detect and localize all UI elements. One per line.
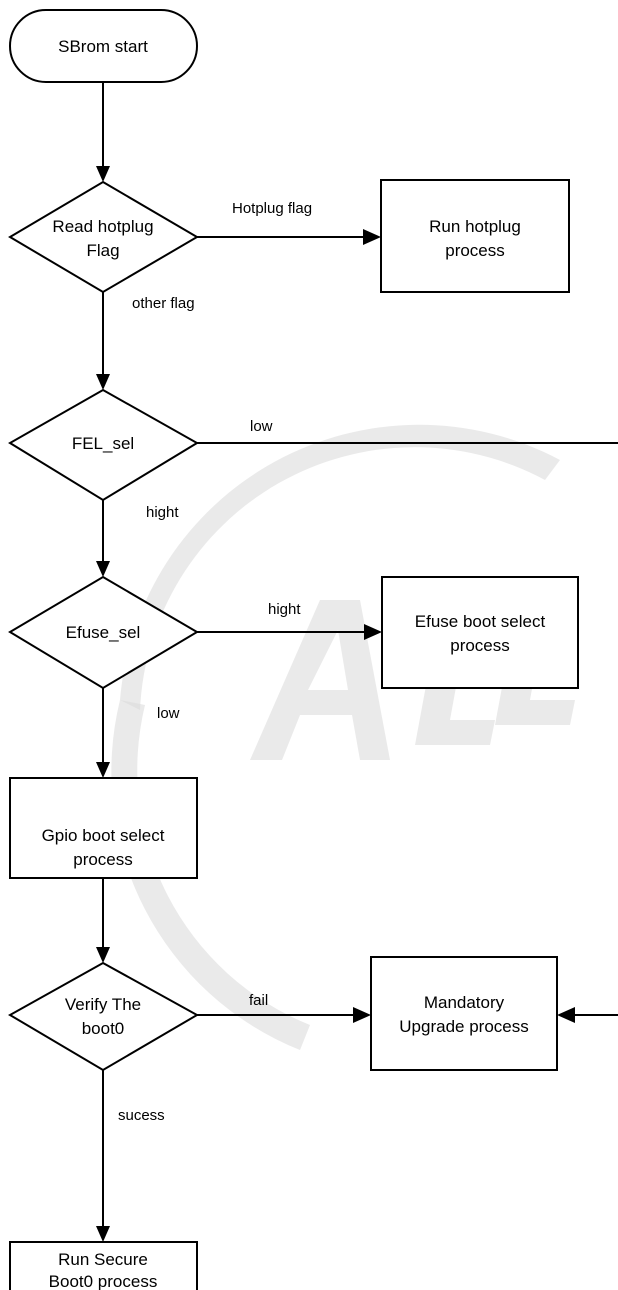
- efuse-boot-label-1: Efuse boot select: [415, 612, 546, 631]
- edge-label-other-flag: other flag: [132, 295, 195, 312]
- edge-label-verify-sucess: sucess: [118, 1107, 165, 1124]
- node-efuse-sel: Efuse_sel: [8, 575, 199, 690]
- read-hotplug-label-1: Read hotplug: [52, 217, 153, 236]
- read-hotplug-decision: [8, 180, 199, 294]
- node-efuse-boot: Efuse boot select process: [381, 576, 579, 689]
- fel-sel-label: FEL_sel: [72, 434, 134, 453]
- gpio-boot-label-2: process: [73, 850, 133, 869]
- node-verify-boot0: Verify The boot0: [7, 961, 200, 1072]
- start-label: SBrom start: [58, 37, 148, 56]
- read-hotplug-label-2: Flag: [86, 241, 119, 260]
- connectors: [96, 82, 618, 1242]
- mandatory-upgrade-label-2: Upgrade process: [399, 1017, 528, 1036]
- run-hotplug-process: [380, 179, 570, 293]
- edge-label-fel-low: low: [250, 418, 273, 435]
- mandatory-upgrade-process: [370, 956, 558, 1071]
- run-hotplug-label-1: Run hotplug: [429, 217, 521, 236]
- run-secure-label-2: Boot0 process: [49, 1272, 158, 1290]
- edge-label-verify-fail: fail: [249, 992, 268, 1009]
- efuse-sel-label: Efuse_sel: [66, 623, 141, 642]
- node-start: SBrom start: [9, 9, 198, 83]
- edge-label-efuse-hight: hight: [268, 601, 301, 618]
- verify-boot0-decision: [7, 961, 200, 1072]
- node-mandatory-upgrade: Mandatory Upgrade process: [370, 956, 558, 1071]
- node-gpio-boot: Gpio boot select process: [9, 777, 198, 879]
- node-run-hotplug: Run hotplug process: [380, 179, 570, 293]
- mandatory-upgrade-label-1: Mandatory: [424, 993, 505, 1012]
- run-secure-label-1: Run Secure: [58, 1250, 148, 1269]
- edge-label-fel-hight: hight: [146, 504, 179, 521]
- node-read-hotplug: Read hotplug Flag: [8, 180, 199, 294]
- verify-boot0-label-1: Verify The: [65, 995, 141, 1014]
- node-run-secure: Run Secure Boot0 process: [9, 1241, 198, 1290]
- fel-sel-decision: [8, 388, 199, 502]
- node-fel-sel: FEL_sel: [8, 388, 199, 502]
- efuse-sel-decision: [8, 575, 199, 690]
- edge-label-hotplug-flag: Hotplug flag: [232, 200, 312, 217]
- edge-label-efuse-low: low: [157, 705, 180, 722]
- run-secure-process: [9, 1241, 198, 1290]
- efuse-boot-label-2: process: [450, 636, 510, 655]
- start-terminal: [9, 9, 198, 83]
- run-hotplug-label-2: process: [445, 241, 505, 260]
- verify-boot0-label-2: boot0: [82, 1019, 125, 1038]
- gpio-boot-label-1: Gpio boot select: [42, 826, 165, 845]
- gpio-boot-process: [9, 777, 198, 879]
- efuse-boot-process: [381, 576, 579, 689]
